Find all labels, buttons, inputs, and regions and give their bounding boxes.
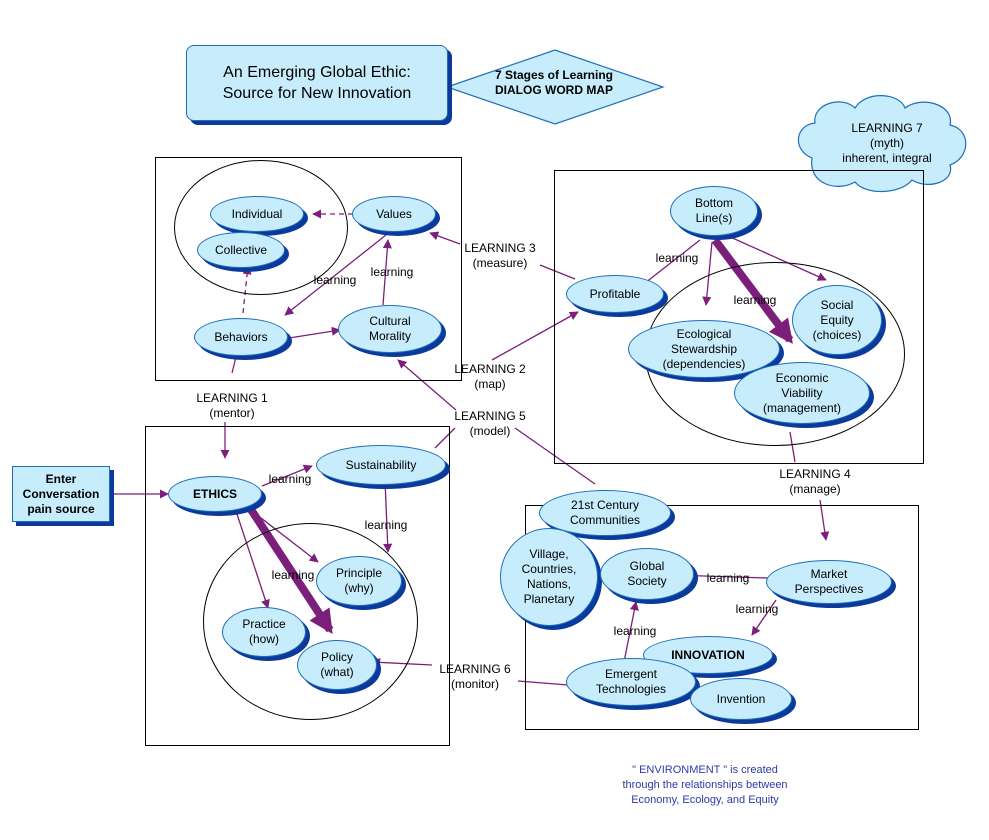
link-label-bottomline-core: learning — [733, 293, 777, 307]
learning1-label: LEARNING 1 (mentor) — [196, 391, 268, 420]
ring-self — [174, 160, 348, 295]
subtitle: 7 Stages of Learning DIALOG WORD MAP — [452, 68, 656, 98]
link-label-morality-values: learning — [370, 265, 414, 279]
node-ethics[interactable]: ETHICS — [168, 476, 262, 512]
ring-ethics-core — [203, 523, 418, 720]
node-invention[interactable]: Invention — [690, 678, 792, 720]
learning7-cloud — [797, 95, 967, 193]
footnote-line1: " ENVIRONMENT " is created — [632, 764, 778, 776]
enter-conversation-box[interactable]: Enter Conversation pain source — [12, 466, 110, 522]
learning2-label: LEARNING 2 (map) — [454, 362, 526, 391]
node-behaviors[interactable]: Behaviors — [194, 318, 288, 356]
environment-footnote: " ENVIRONMENT " is created through the r… — [560, 763, 850, 808]
title-line1: An Emerging Global Ethic: — [223, 64, 411, 81]
node-principle[interactable]: Principle (why) — [316, 556, 402, 606]
subtitle-diamond — [445, 49, 665, 125]
node-social-equity[interactable]: Social Equity (choices) — [792, 285, 882, 355]
enter-line3: pain source — [27, 501, 95, 516]
node-values[interactable]: Values — [352, 196, 436, 232]
node-bottom-line[interactable]: Bottom Line(s) — [670, 186, 758, 236]
frame-values — [155, 157, 462, 381]
title-box: An Emerging Global Ethic: Source for New… — [186, 45, 448, 121]
link-label-profitable-bottomline: learning — [655, 251, 699, 265]
enter-line1: Enter — [45, 471, 77, 486]
link-label-ethics-policy: learning — [271, 568, 315, 582]
link-label-behaviors-values: learning — [313, 273, 357, 287]
link-label-market-innovation: learning — [735, 602, 779, 616]
learning7-label: LEARNING 7 (myth) inherent, integral — [842, 121, 932, 165]
node-individual[interactable]: Individual — [210, 196, 304, 232]
node-ecological-stewardship[interactable]: Ecological Stewardship (dependencies) — [628, 320, 780, 378]
link-label-emergent-global: learning — [613, 624, 657, 638]
node-global-society[interactable]: Global Society — [600, 548, 694, 600]
footnote-line3: Economy, Ecology, and Equity — [631, 794, 779, 806]
enter-line2: Conversation — [22, 486, 100, 501]
node-profitable[interactable]: Profitable — [566, 275, 664, 313]
subtitle-line2: DIALOG WORD MAP — [495, 83, 613, 97]
title-line2: Source for New Innovation — [222, 85, 412, 102]
link-label-ethics-sustainability: learning — [268, 472, 312, 486]
learning3-label: LEARNING 3 (measure) — [464, 241, 536, 270]
link-label-market-global: learning — [706, 571, 750, 585]
node-market-perspectives[interactable]: Market Perspectives — [766, 560, 892, 604]
footnote-line2: through the relationships between — [622, 779, 788, 791]
subtitle-line1: 7 Stages of Learning — [494, 68, 614, 82]
learning6-label: LEARNING 6 (monitor) — [439, 662, 511, 691]
frame-bottom-line — [554, 170, 924, 464]
node-village-planetary[interactable]: Village, Countries, Nations, Planetary — [500, 528, 598, 626]
node-sustainability[interactable]: Sustainability — [316, 445, 446, 485]
node-21st-century-communities[interactable]: 21st Century Communities — [539, 490, 671, 536]
link-label-sustainability-principle: learning — [364, 518, 408, 532]
node-cultural-morality[interactable]: Cultural Morality — [338, 305, 442, 353]
node-emergent-technologies[interactable]: Emergent Technologies — [566, 658, 696, 706]
node-collective[interactable]: Collective — [197, 232, 285, 268]
node-policy[interactable]: Policy (what) — [297, 640, 377, 690]
learning5-label: LEARNING 5 (model) — [454, 409, 526, 438]
node-economic-viability[interactable]: Economic Viability (management) — [734, 362, 870, 424]
node-practice[interactable]: Practice (how) — [222, 607, 306, 657]
learning4-label: LEARNING 4 (manage) — [779, 467, 851, 496]
frame-ethics — [145, 426, 450, 746]
